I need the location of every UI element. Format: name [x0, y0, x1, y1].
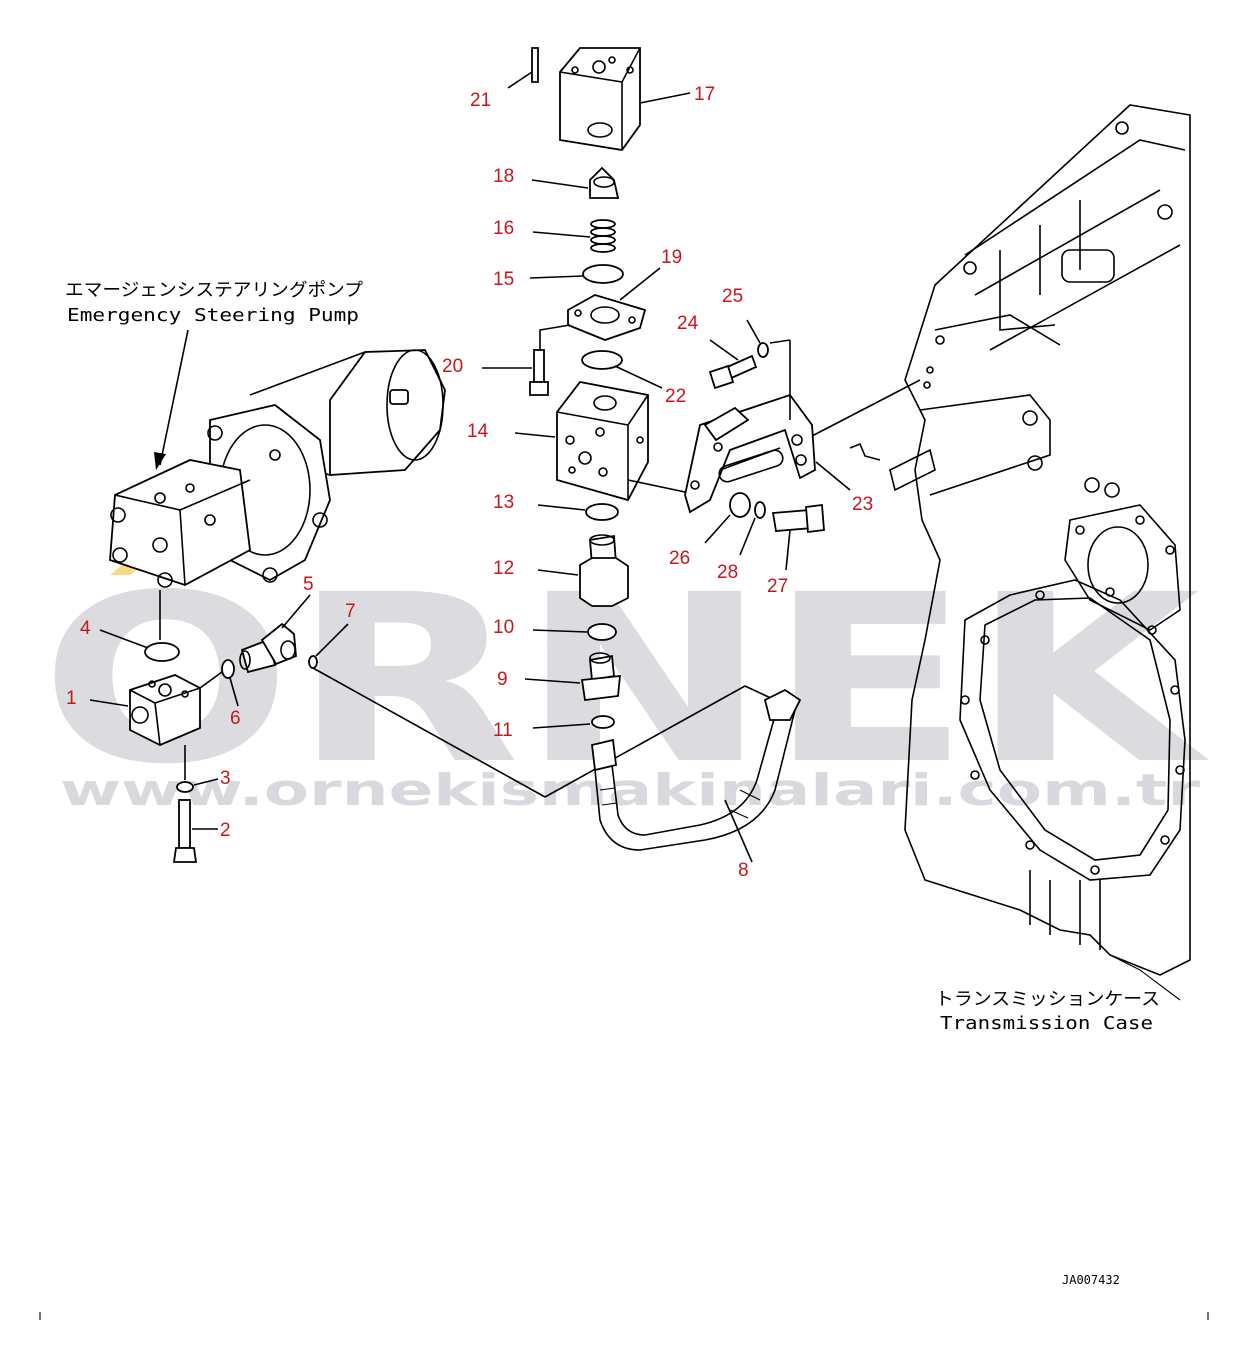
callout-25: 25 — [722, 286, 743, 307]
callout-3: 3 — [220, 768, 231, 789]
callout-11: 11 — [493, 720, 513, 741]
callout-18: 18 — [493, 166, 514, 187]
part-9-nipple — [580, 652, 622, 701]
part-19-flange-plate — [567, 294, 647, 341]
part-1-flange — [129, 674, 201, 746]
callout-16: 16 — [493, 218, 514, 239]
part-5-elbow — [239, 622, 297, 674]
callout-21: 21 — [470, 90, 491, 111]
part-3-washer — [176, 781, 194, 793]
part-25-washer — [757, 342, 769, 358]
part-10-oring — [587, 623, 617, 641]
callout-7: 7 — [345, 601, 356, 622]
callout-9: 9 — [497, 669, 508, 690]
part-18-plug — [589, 166, 620, 199]
pump-label-jp: エマージェンシステアリングポンプ — [65, 280, 363, 301]
callout-6: 6 — [230, 708, 241, 729]
part-2-bolt — [172, 799, 198, 863]
case-label-jp: トランスミッションケース — [935, 989, 1160, 1010]
callout-23: 23 — [852, 494, 873, 515]
part-24-bolt — [708, 354, 758, 390]
callout-15: 15 — [493, 269, 514, 290]
pump-label-en: Emergency Steering Pump — [67, 305, 359, 326]
callout-24: 24 — [677, 313, 699, 334]
callout-17: 17 — [694, 84, 715, 105]
part-8-hose — [591, 688, 802, 851]
callout-20: 20 — [442, 356, 463, 377]
part-11-oring — [591, 715, 615, 729]
callout-13: 13 — [493, 492, 514, 513]
callout-28: 28 — [717, 562, 738, 583]
part-4-oring — [144, 642, 180, 662]
part-15-oring — [582, 264, 624, 284]
drawing-code: JA007432 — [1062, 1273, 1120, 1287]
callout-4: 4 — [80, 618, 91, 639]
part-26-washer — [729, 492, 751, 518]
part-20-bolt — [529, 349, 549, 396]
part-7-oring — [308, 655, 318, 669]
part-21-pin — [531, 47, 539, 83]
case-label-en: Transmission Case — [940, 1013, 1153, 1034]
part-23-bracket — [684, 393, 816, 514]
callout-10: 10 — [493, 617, 514, 638]
callout-14: 14 — [467, 421, 489, 442]
callout-8: 8 — [738, 860, 749, 881]
emergency-steering-pump — [109, 349, 446, 588]
part-17-block — [559, 47, 641, 151]
pump-arrow — [154, 329, 189, 470]
part-28-washer — [754, 501, 766, 519]
callout-26: 26 — [669, 548, 690, 569]
part-16-spring — [590, 219, 616, 253]
callout-27: 27 — [767, 576, 788, 597]
callout-1: 1 — [66, 688, 77, 709]
leader-bracket-to-case — [811, 379, 921, 437]
callout-19: 19 — [661, 247, 682, 268]
bolt-head-on-case — [849, 442, 881, 461]
part-14-valve-block — [556, 381, 649, 502]
callout-5: 5 — [303, 574, 314, 595]
part-22-oring — [581, 350, 623, 370]
watermark-url: www.ornekismakinalari.com.tr — [60, 765, 1200, 816]
part-13-oring — [585, 503, 619, 521]
part-6-oring — [221, 659, 235, 679]
callout-2: 2 — [220, 820, 231, 841]
part-27-bolt — [771, 503, 825, 534]
callouts: 1 2 3 4 5 6 7 8 9 10 11 12 13 14 15 16 1… — [66, 84, 873, 881]
transmission-case — [889, 104, 1191, 1001]
callout-12: 12 — [493, 558, 514, 579]
callout-22: 22 — [665, 386, 686, 407]
part-12-adapter — [579, 534, 629, 607]
